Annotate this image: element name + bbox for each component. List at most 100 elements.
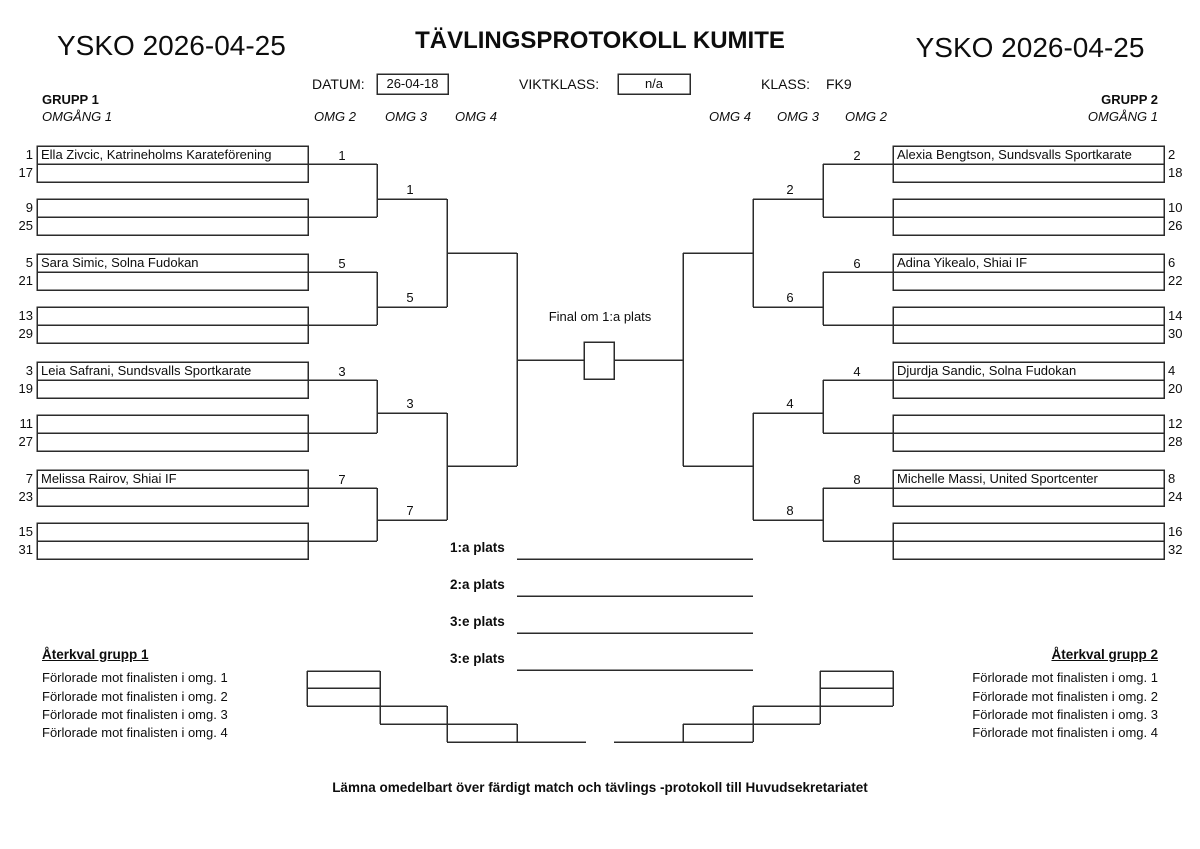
repechage-group1-title: Återkval grupp 1 (42, 647, 149, 662)
seed-label: 19 (18, 381, 33, 396)
seed-label: 18 (1168, 165, 1183, 180)
repechage-row: Förlorade mot finalisten i omg. 2 (42, 689, 228, 704)
seed-label: 23 (18, 489, 33, 504)
entry-name: Leia Safrani, Sundsvalls Sportkarate (41, 363, 252, 378)
datum-label: DATUM: (312, 76, 365, 92)
round2-winner-number: 5 (338, 256, 346, 271)
event-title-left: YSKO 2026-04-25 (57, 30, 286, 61)
seed-label: 12 (1168, 416, 1183, 431)
round2-winner-number: 2 (853, 148, 861, 163)
result-2nd-label: 2:a plats (450, 577, 505, 592)
seed-label: 7 (25, 471, 33, 486)
right-entry-boxes (892, 145, 1165, 560)
round3-winner-number: 6 (786, 290, 794, 305)
seed-label: 13 (18, 308, 33, 323)
datum-value: 26-04-18 (386, 76, 439, 91)
entry-name: Sara Simic, Solna Fudokan (41, 255, 199, 270)
seed-label: 25 (18, 218, 33, 233)
right-bracket-lines (614, 163, 893, 542)
round2-winner-number: 3 (338, 364, 346, 379)
result-1st-label: 1:a plats (450, 540, 505, 555)
klass-value: FK9 (826, 76, 852, 92)
group2-col-omg2: OMG 2 (845, 109, 887, 124)
seed-label: 32 (1168, 542, 1183, 557)
group1-col-omg4: OMG 4 (455, 109, 497, 124)
seed-label: 11 (19, 416, 34, 431)
viktklass-value: n/a (644, 76, 664, 91)
seed-label: 20 (1168, 381, 1183, 396)
entry-name: Adina Yikealo, Shiai IF (897, 255, 1028, 270)
result-3rd-label: 3:e plats (450, 614, 505, 629)
entry-name: Djurdja Sandic, Solna Fudokan (897, 363, 1077, 378)
group1-title: GRUPP 1 (42, 92, 99, 107)
seed-label: 29 (18, 326, 33, 341)
seed-label: 30 (1168, 326, 1183, 341)
seed-label: 6 (1168, 255, 1176, 270)
final-match-box (583, 341, 615, 380)
group1-col-omg2: OMG 2 (314, 109, 356, 124)
page-title: TÄVLINGSPROTOKOLL KUMITE (415, 27, 785, 54)
repechage-row: Förlorade mot finalisten i omg. 2 (972, 689, 1158, 704)
repechage-row: Förlorade mot finalisten i omg. 3 (42, 707, 228, 722)
event-title-right: YSKO 2026-04-25 (915, 32, 1145, 63)
round2-winner-number: 8 (853, 472, 861, 487)
round3-winner-number: 7 (406, 503, 414, 518)
seed-label: 3 (25, 363, 33, 378)
round3-winner-number: 5 (406, 290, 414, 305)
viktklass-label: VIKTKLASS: (519, 76, 600, 92)
entry-name: Melissa Rairov, Shiai IF (41, 471, 177, 486)
seed-label: 28 (1168, 434, 1183, 449)
seed-label: 1 (25, 147, 33, 162)
group2-col-omg4: OMG 4 (709, 109, 751, 124)
repechage-left-lines (306, 670, 586, 743)
result-3rd-label: 3:e plats (450, 651, 505, 666)
seed-label: 22 (1168, 273, 1183, 288)
seed-label: 17 (18, 165, 33, 180)
seed-label: 4 (1168, 363, 1176, 378)
seed-label: 10 (1168, 200, 1183, 215)
entry-name: Michelle Massi, United Sportcenter (897, 471, 1098, 486)
group2-round1-label: OMGÅNG 1 (1087, 109, 1158, 124)
round3-winner-number: 8 (786, 503, 794, 518)
left-entry-boxes (36, 145, 309, 560)
repechage-group2-title: Återkval grupp 2 (1051, 647, 1158, 662)
seed-label: 27 (18, 434, 33, 449)
round2-winner-number: 6 (853, 256, 861, 271)
final-label: Final om 1:a plats (548, 309, 652, 324)
viktklass-value-box (617, 73, 691, 95)
group1-col-omg3: OMG 3 (385, 109, 427, 124)
repechage-row: Förlorade mot finalisten i omg. 4 (972, 725, 1158, 740)
entry-name: Alexia Bengtson, Sundsvalls Sportkarate (897, 147, 1132, 162)
seed-label: 26 (1168, 218, 1183, 233)
round2-winner-number: 1 (338, 148, 346, 163)
entry-name: Ella Zivcic, Katrineholms Karateförening (41, 147, 272, 162)
seed-label: 8 (1168, 471, 1176, 486)
group2-col-omg3: OMG 3 (777, 109, 819, 124)
repechage-row: Förlorade mot finalisten i omg. 1 (972, 670, 1158, 685)
seed-label: 2 (1168, 147, 1176, 162)
seed-label: 5 (25, 255, 33, 270)
round3-winner-number: 2 (786, 182, 794, 197)
repechage-row: Förlorade mot finalisten i omg. 3 (972, 707, 1158, 722)
round3-winner-number: 4 (786, 396, 794, 411)
seed-label: 15 (18, 524, 33, 539)
klass-label: KLASS: (761, 76, 811, 92)
repechage-right-lines (614, 670, 894, 743)
seed-label: 21 (18, 273, 33, 288)
round2-winner-number: 4 (853, 364, 861, 379)
round3-winner-number: 3 (406, 396, 414, 411)
footer-note: Lämna omedelbart över färdigt match och … (332, 780, 868, 795)
round2-winner-number: 7 (338, 472, 346, 487)
seed-label: 31 (18, 542, 33, 557)
result-underlines (517, 558, 753, 671)
seed-label: 16 (1168, 524, 1183, 539)
left-bracket-lines (308, 163, 584, 542)
group1-round1-label: OMGÅNG 1 (42, 109, 113, 124)
datum-value-box (376, 73, 449, 95)
round3-winner-number: 1 (406, 182, 414, 197)
seed-label: 14 (1168, 308, 1183, 323)
seed-label: 9 (25, 200, 33, 215)
group2-title: GRUPP 2 (1101, 92, 1158, 107)
